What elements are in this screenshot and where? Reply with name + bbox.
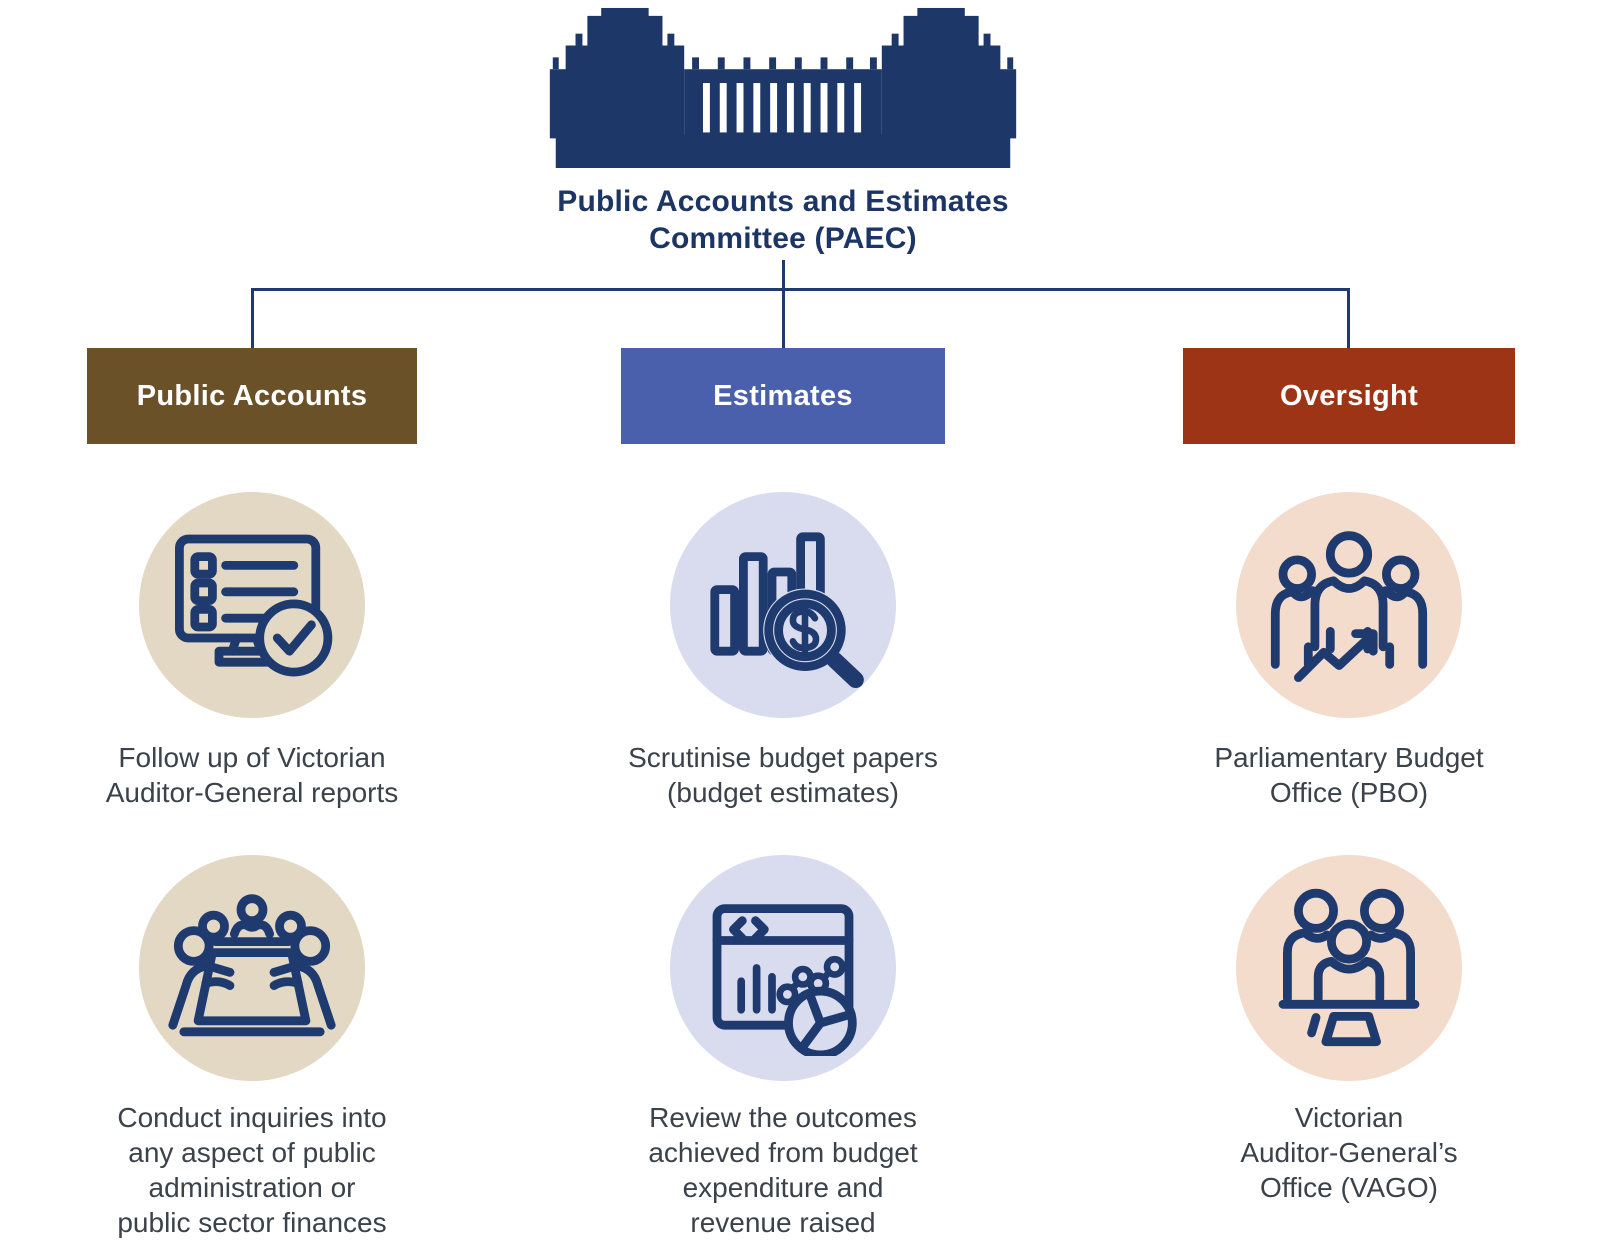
meeting-table-icon bbox=[168, 894, 336, 1037]
budget-magnifier-icon bbox=[710, 532, 864, 689]
caption-estimates-2: Review the outcomes achieved from budget… bbox=[648, 1102, 918, 1238]
monitor-checklist-icon bbox=[175, 534, 333, 677]
people-desk-icon bbox=[1278, 888, 1420, 1047]
branch-label-oversight: Oversight bbox=[1279, 379, 1419, 412]
branch-box-estimates: Estimates bbox=[621, 348, 945, 444]
icon-circle-public-accounts-1 bbox=[139, 492, 365, 718]
icon-circle-estimates-1 bbox=[670, 492, 896, 718]
icon-circle-public-accounts-2 bbox=[139, 855, 365, 1081]
connector-vertical-right bbox=[1347, 288, 1350, 348]
caption-estimates-1: Scrutinise budget papers (budget estimat… bbox=[628, 742, 938, 808]
branch-box-public-accounts: Public Accounts bbox=[87, 348, 417, 444]
icon-circle-estimates-2 bbox=[670, 855, 896, 1081]
page-title: Public Accounts and Estimates Committee … bbox=[557, 185, 1009, 255]
connector-vertical-center bbox=[782, 260, 785, 348]
caption-oversight-2: Victorian Auditor-General’s Office (VAGO… bbox=[1240, 1102, 1458, 1203]
caption-public-accounts-1: Follow up of Victorian Auditor-General r… bbox=[105, 742, 399, 808]
caption-oversight-1: Parliamentary Budget Office (PBO) bbox=[1214, 742, 1484, 808]
parliament-building-icon bbox=[549, 7, 1017, 168]
analytics-dashboard-icon bbox=[712, 904, 857, 1056]
branch-label-estimates: Estimates bbox=[713, 379, 853, 412]
icon-circle-oversight-2 bbox=[1236, 855, 1462, 1081]
caption-public-accounts-2: Conduct inquiries into any aspect of pub… bbox=[117, 1102, 387, 1238]
icon-circle-oversight-1 bbox=[1236, 492, 1462, 718]
connector-vertical-left bbox=[251, 288, 254, 348]
branch-label-public-accounts: Public Accounts bbox=[136, 379, 368, 412]
people-growth-icon bbox=[1270, 531, 1428, 682]
branch-box-oversight: Oversight bbox=[1183, 348, 1515, 444]
connector-horizontal bbox=[251, 288, 1349, 291]
